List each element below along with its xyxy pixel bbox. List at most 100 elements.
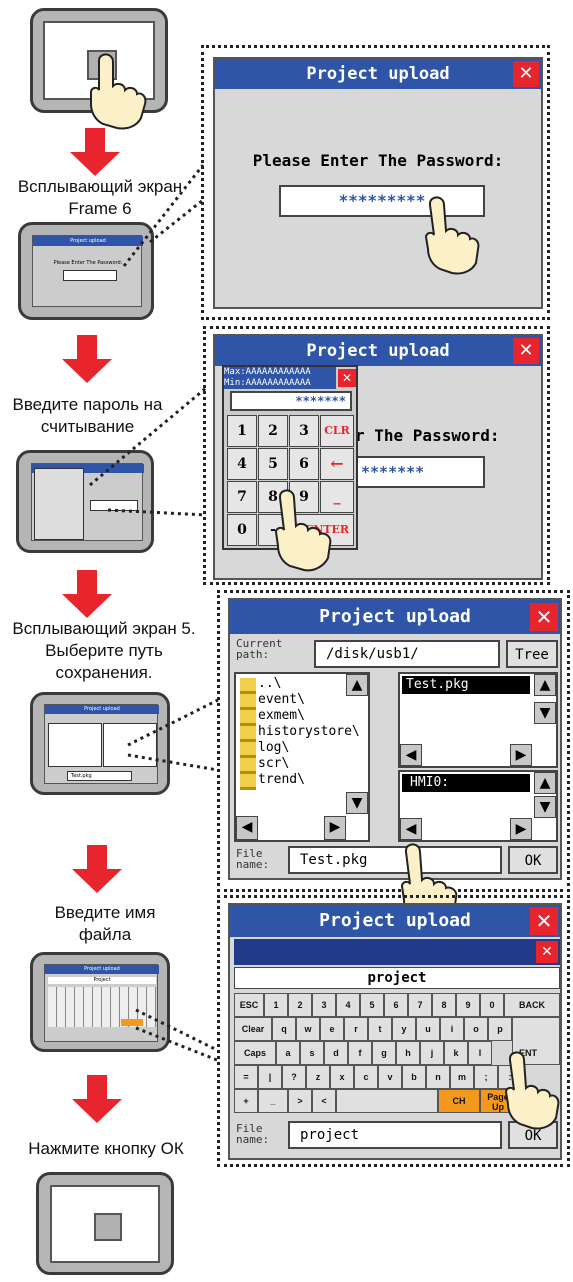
key-r[interactable]: r: [344, 1017, 368, 1041]
tree-button[interactable]: Tree: [506, 640, 558, 668]
key-equals[interactable]: =: [234, 1065, 258, 1089]
scroll-down-button[interactable]: ▼: [534, 796, 556, 818]
path-thumbnail: Project upload Test.pkg: [44, 704, 159, 784]
key-semicolon[interactable]: ;: [474, 1065, 498, 1089]
key-0[interactable]: 0: [227, 514, 257, 546]
key-7[interactable]: 7: [408, 993, 432, 1017]
keypad-close-button[interactable]: ✕: [338, 369, 356, 387]
scroll-right-button[interactable]: ▶: [510, 818, 532, 840]
scroll-left-button[interactable]: ◀: [236, 816, 258, 840]
key-6[interactable]: 6: [384, 993, 408, 1017]
key-4[interactable]: 4: [336, 993, 360, 1017]
key-ch[interactable]: CH: [438, 1089, 480, 1113]
key-u[interactable]: u: [416, 1017, 440, 1041]
password-prompt: Please Enter The Password:: [252, 151, 504, 170]
key-5[interactable]: 5: [258, 448, 288, 480]
file-item-selected[interactable]: Test.pkg: [402, 676, 530, 694]
key-h[interactable]: h: [396, 1041, 420, 1065]
key-caps[interactable]: Caps: [234, 1041, 276, 1065]
key-x[interactable]: x: [330, 1065, 354, 1089]
key-s[interactable]: s: [300, 1041, 324, 1065]
key-q[interactable]: q: [272, 1017, 296, 1041]
folder-item[interactable]: ..\ event\ exmem\ historystore\ log\ scr…: [238, 676, 360, 788]
key-3[interactable]: 3: [312, 993, 336, 1017]
key-backspace[interactable]: ←: [320, 448, 354, 480]
caption-step3: Введите пароль на считывание: [12, 395, 163, 436]
key-z[interactable]: z: [306, 1065, 330, 1089]
key-3[interactable]: 3: [289, 415, 319, 447]
key-o[interactable]: o: [464, 1017, 488, 1041]
key-y[interactable]: y: [392, 1017, 416, 1041]
ok-button[interactable]: OK: [508, 846, 558, 874]
folder-list[interactable]: ..\ event\ exmem\ historystore\ log\ scr…: [234, 672, 370, 842]
scroll-left-button[interactable]: ◀: [400, 744, 422, 766]
key-c[interactable]: c: [354, 1065, 378, 1089]
scroll-down-button[interactable]: ▼: [346, 792, 368, 814]
file-list[interactable]: Test.pkg ▲ ▼ ◀ ▶: [398, 672, 558, 768]
key-2[interactable]: 2: [258, 415, 288, 447]
key-4[interactable]: 4: [227, 448, 257, 480]
down-arrow-icon: [62, 335, 112, 383]
key-5[interactable]: 5: [360, 993, 384, 1017]
key-k[interactable]: k: [444, 1041, 468, 1065]
key-esc[interactable]: ESC: [234, 993, 264, 1017]
close-button[interactable]: ✕: [513, 338, 539, 364]
key-1[interactable]: 1: [227, 415, 257, 447]
folder-item-label: exmem\: [258, 708, 305, 723]
scroll-up-button[interactable]: ▲: [534, 674, 556, 696]
key-6[interactable]: 6: [289, 448, 319, 480]
hmi-device-keypad: [16, 450, 154, 553]
scroll-left-button[interactable]: ◀: [400, 818, 422, 840]
current-path-field: /disk/usb1/: [314, 640, 500, 668]
key-1[interactable]: 1: [264, 993, 288, 1017]
device-item-selected[interactable]: HMI0:: [402, 774, 530, 792]
key-less[interactable]: <: [312, 1089, 336, 1113]
scroll-right-button[interactable]: ▶: [324, 816, 346, 840]
keyboard-close-button[interactable]: ✕: [536, 941, 558, 963]
key-i[interactable]: i: [440, 1017, 464, 1041]
close-button[interactable]: ✕: [530, 603, 558, 631]
key-8[interactable]: 8: [432, 993, 456, 1017]
key-b[interactable]: b: [402, 1065, 426, 1089]
key-d[interactable]: d: [324, 1041, 348, 1065]
key-greater[interactable]: >: [288, 1089, 312, 1113]
key-clear[interactable]: Clear: [234, 1017, 272, 1041]
key-p[interactable]: p: [488, 1017, 512, 1041]
key-plus[interactable]: +: [234, 1089, 258, 1113]
device-list[interactable]: HMI0: ▲ ▼ ◀ ▶: [398, 770, 558, 842]
key-9[interactable]: 9: [456, 993, 480, 1017]
key-m[interactable]: m: [450, 1065, 474, 1089]
key-w[interactable]: w: [296, 1017, 320, 1041]
key-underscore[interactable]: _: [320, 481, 354, 513]
key-n[interactable]: n: [426, 1065, 450, 1089]
key-underscore[interactable]: _: [258, 1089, 288, 1113]
file-name-field[interactable]: Test.pkg: [288, 846, 502, 874]
thumb-titlebar: Project upload: [45, 705, 159, 714]
key-l[interactable]: l: [468, 1041, 492, 1065]
key-space[interactable]: [336, 1089, 438, 1113]
scroll-right-button[interactable]: ▶: [510, 744, 532, 766]
key-pipe[interactable]: |: [258, 1065, 282, 1089]
scroll-up-button[interactable]: ▲: [534, 772, 556, 794]
key-back[interactable]: BACK: [504, 993, 560, 1017]
key-v[interactable]: v: [378, 1065, 402, 1089]
key-7[interactable]: 7: [227, 481, 257, 513]
close-button[interactable]: ✕: [513, 61, 539, 87]
key-j[interactable]: j: [420, 1041, 444, 1065]
password-field[interactable]: *******: [355, 456, 485, 488]
key-f[interactable]: f: [348, 1041, 372, 1065]
file-name-label: File name:: [236, 847, 270, 871]
key-0[interactable]: 0: [480, 993, 504, 1017]
key-t[interactable]: t: [368, 1017, 392, 1041]
key-e[interactable]: e: [320, 1017, 344, 1041]
key-a[interactable]: a: [276, 1041, 300, 1065]
file-name-field[interactable]: project: [288, 1121, 502, 1149]
password-field[interactable]: *********: [279, 185, 485, 217]
key-g[interactable]: g: [372, 1041, 396, 1065]
close-button[interactable]: ✕: [530, 907, 558, 935]
scroll-down-button[interactable]: ▼: [534, 702, 556, 724]
key-clr[interactable]: CLR: [320, 415, 354, 447]
key-question[interactable]: ?: [282, 1065, 306, 1089]
scroll-up-button[interactable]: ▲: [346, 674, 368, 696]
key-2[interactable]: 2: [288, 993, 312, 1017]
